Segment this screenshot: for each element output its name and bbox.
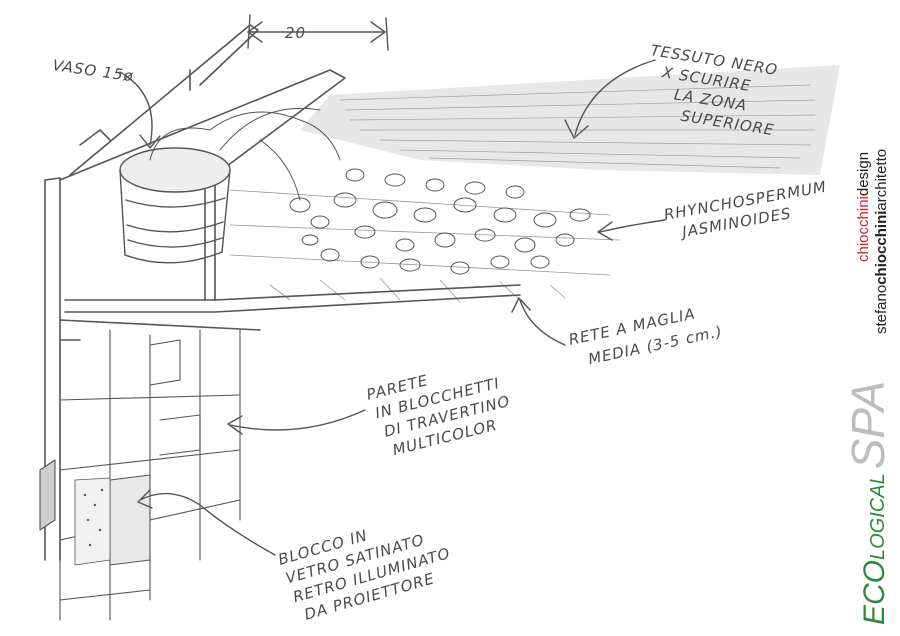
eco-c: SPA bbox=[842, 381, 894, 470]
eco-b: LOGICAL bbox=[867, 473, 889, 560]
brand-line2-c: architetto bbox=[873, 149, 890, 211]
label-parete: PARETE IN BLOCCHETTI DI TRAVERTINO MULTI… bbox=[365, 371, 513, 459]
label-vaso: VASO 15ø bbox=[51, 56, 135, 85]
travertine-wall bbox=[39, 329, 241, 621]
glass-block bbox=[74, 477, 111, 566]
black-fabric-shading bbox=[300, 65, 840, 175]
label-rhyncho: RHYNCHOSPERMUM JASMINOIDES bbox=[663, 178, 829, 242]
arrow-tessuto bbox=[564, 59, 656, 139]
label-dimension: 20 bbox=[285, 24, 306, 42]
dimension-line bbox=[247, 14, 389, 51]
arrow-blocco bbox=[137, 489, 276, 556]
label-blocco: BLOCCO IN VETRO SATINATO RETRO ILLUMINAT… bbox=[276, 526, 452, 624]
brand-line2-a: stefano bbox=[873, 285, 890, 334]
arrow-rete bbox=[511, 297, 566, 346]
arrow-vaso bbox=[119, 71, 161, 149]
brand-line1-a: chiocchini bbox=[855, 196, 872, 262]
brand-line1-b: design bbox=[855, 152, 872, 196]
brand-line2-b: chiocchini bbox=[873, 211, 890, 285]
leader-arrows bbox=[119, 59, 666, 556]
svg-text:stefanochiocchiniarchitetto: stefanochiocchiniarchitetto bbox=[873, 149, 890, 334]
svg-text:chiocchinidesign: chiocchinidesign bbox=[855, 152, 872, 262]
jasmine-plant bbox=[149, 107, 591, 275]
brand-chiocchini: chiocchinidesign stefanochiocchiniarchit… bbox=[855, 149, 890, 334]
eco-a: ECO bbox=[858, 560, 891, 625]
label-rete: RETE A MAGLIA MEDIA (3-5 cm.) bbox=[567, 304, 724, 368]
arrow-parete bbox=[227, 409, 366, 435]
arrow-rhyncho bbox=[597, 219, 666, 241]
svg-text:ECOLOGICALSPA: ECOLOGICAL SPA bbox=[842, 381, 894, 625]
brand-ecological-spa: ECOLOGICAL SPA bbox=[842, 381, 894, 625]
vase bbox=[119, 147, 231, 264]
